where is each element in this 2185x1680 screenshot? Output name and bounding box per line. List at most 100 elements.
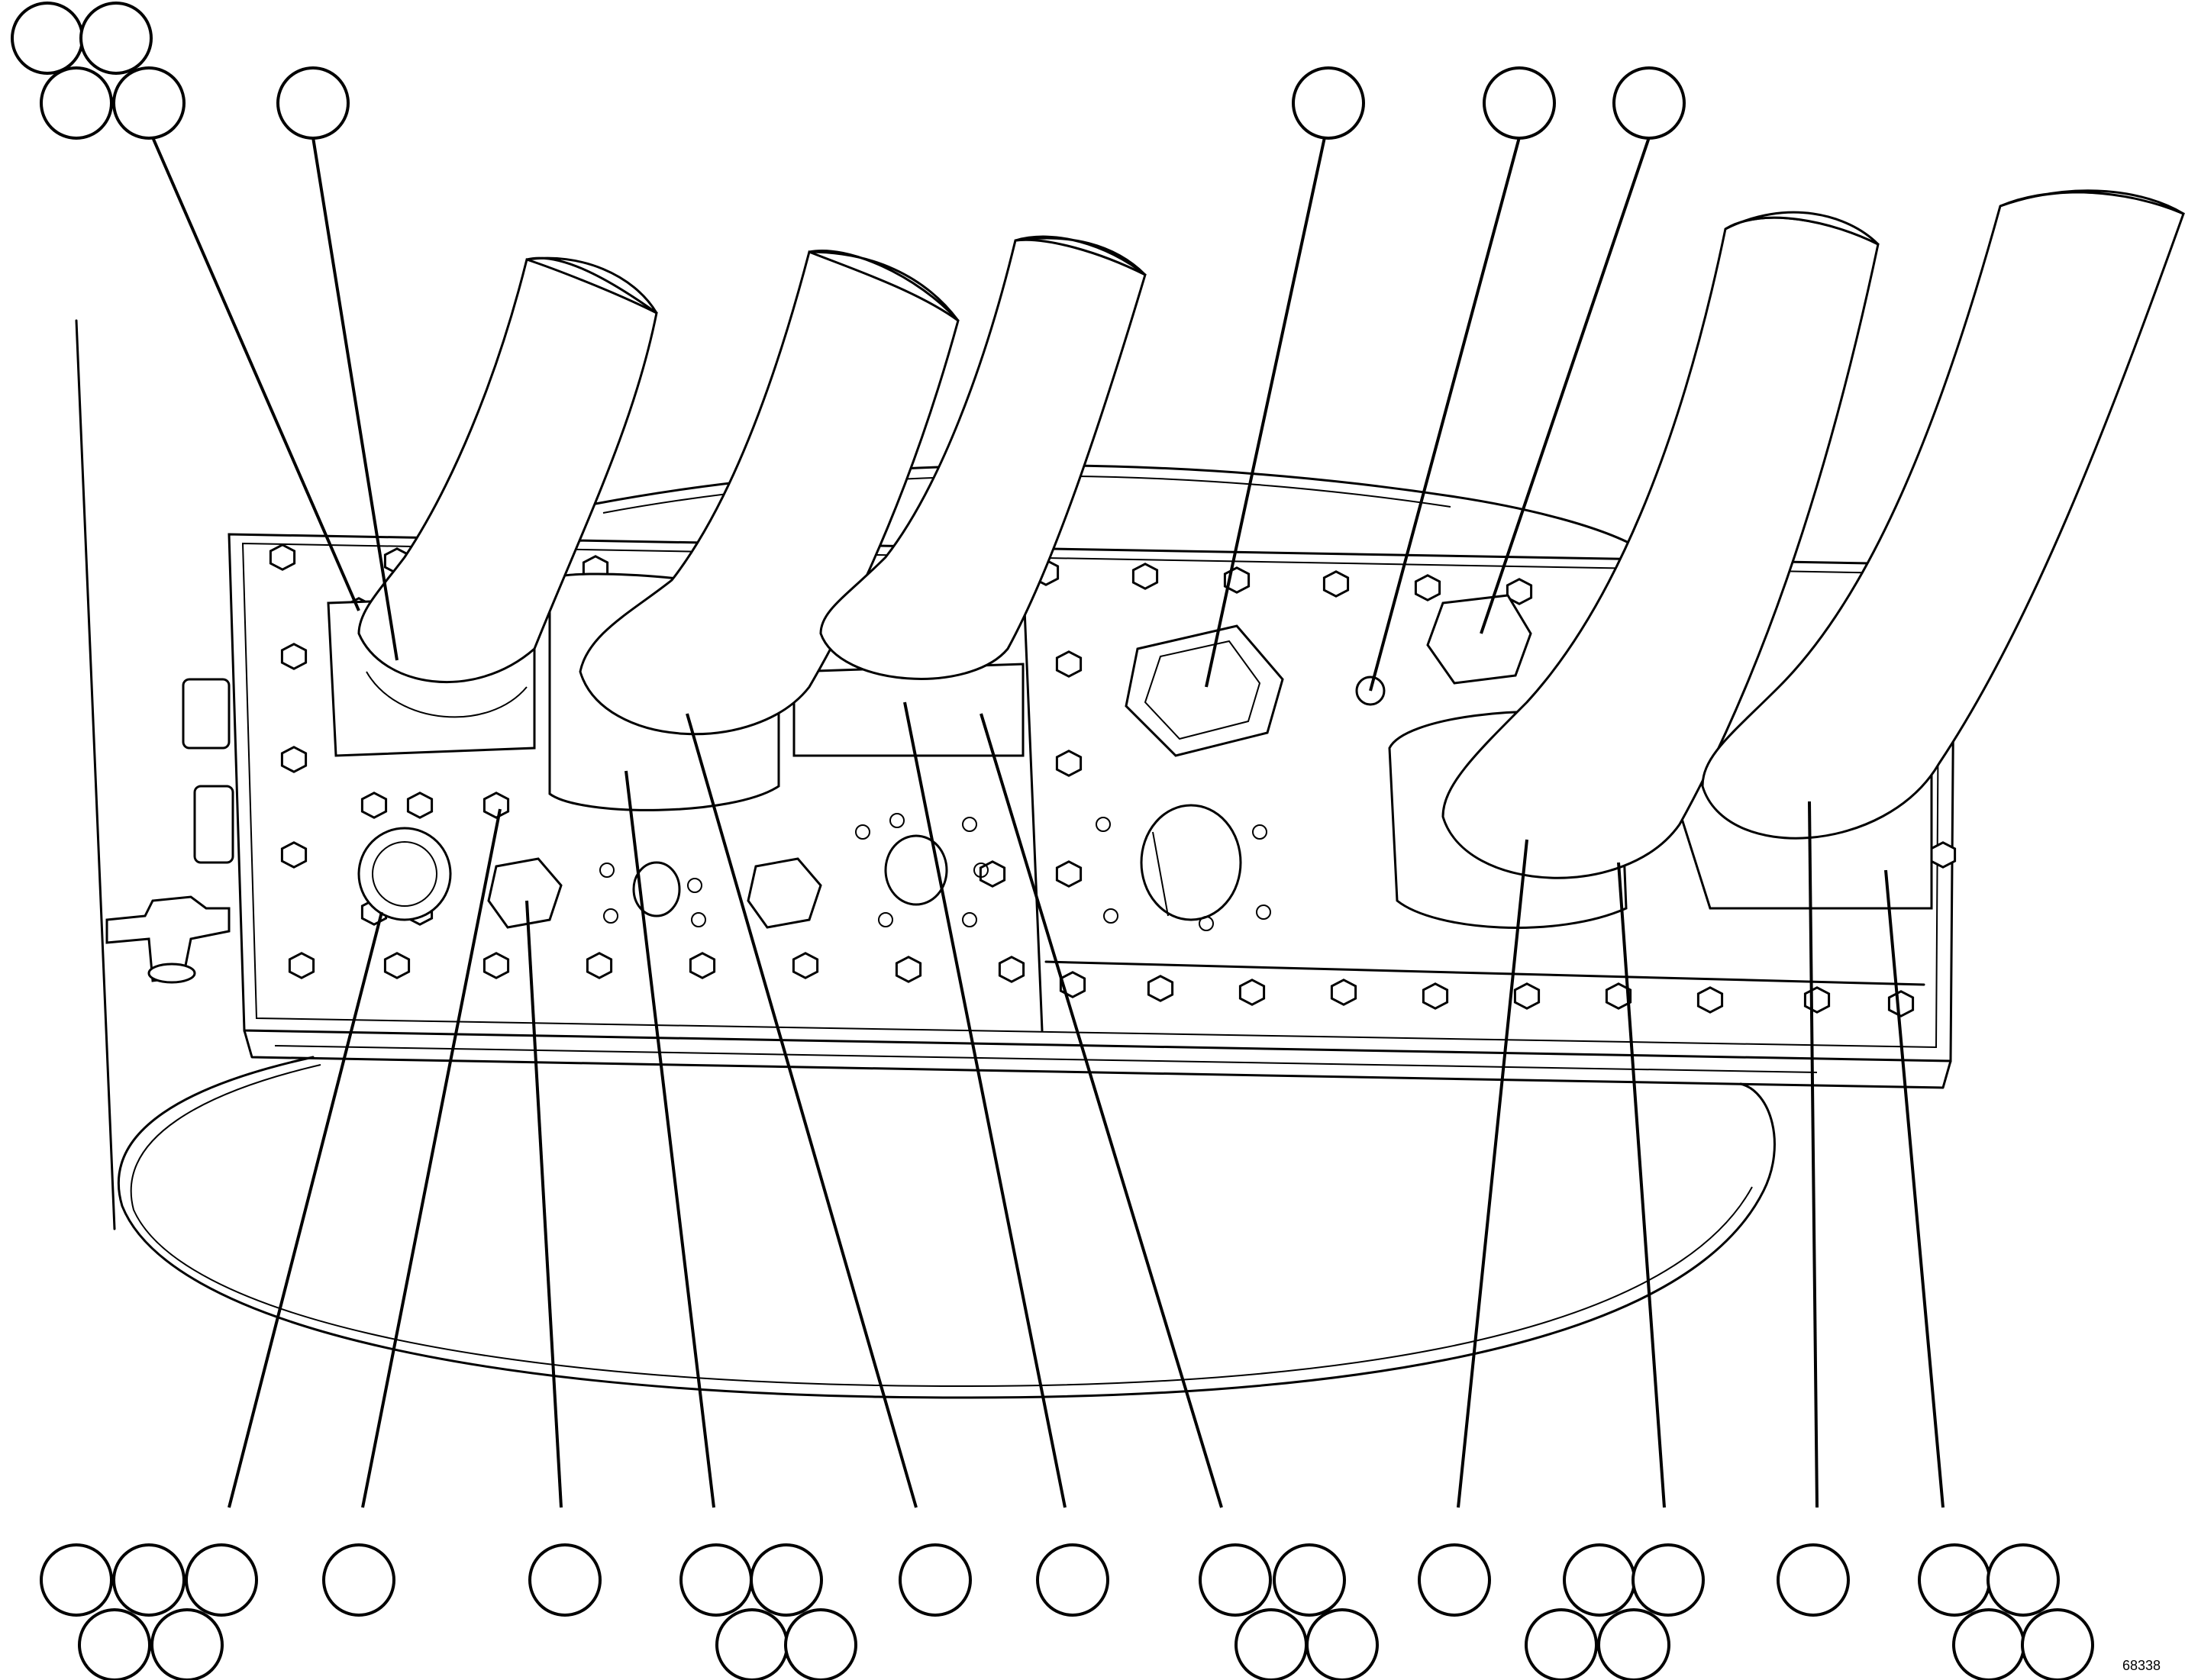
callout-balloon xyxy=(276,66,350,140)
callout-balloon xyxy=(185,1543,258,1617)
bolt-head xyxy=(1147,975,1174,1002)
drill-hole xyxy=(962,817,977,832)
callout-balloon xyxy=(1418,1543,1491,1617)
callout-balloon xyxy=(1036,1543,1109,1617)
leader-line xyxy=(1457,839,1528,1508)
bolt-head xyxy=(1506,578,1533,605)
bolt-head xyxy=(1322,570,1350,598)
callout-balloon xyxy=(679,1543,753,1617)
bolt-head xyxy=(280,841,308,869)
drill-hole xyxy=(1252,824,1267,840)
callout-balloon xyxy=(1273,1543,1346,1617)
bolt-head xyxy=(1055,860,1083,888)
callout-balloon xyxy=(11,2,84,75)
bolt-head xyxy=(406,792,434,819)
leader-line xyxy=(1480,137,1651,634)
callout-balloon xyxy=(1987,1543,2060,1617)
callout-balloon xyxy=(784,1608,857,1680)
bolt-head xyxy=(1131,563,1159,590)
drill-hole xyxy=(973,863,989,878)
callout-balloon xyxy=(1597,1608,1670,1680)
callout-balloon xyxy=(1918,1543,1991,1617)
callout-balloon xyxy=(40,1543,113,1617)
leader-line xyxy=(903,701,1067,1508)
drill-hole xyxy=(889,813,905,828)
drill-hole xyxy=(855,824,870,840)
callout-balloon xyxy=(1631,1543,1705,1617)
drill-hole xyxy=(1096,817,1111,832)
callout-balloon xyxy=(322,1543,395,1617)
bolt-head xyxy=(280,746,308,773)
callout-balloon xyxy=(1199,1543,1272,1617)
bolt-head xyxy=(1696,986,1724,1014)
leader-line xyxy=(151,137,360,611)
leader-line xyxy=(361,808,502,1508)
callout-balloons xyxy=(11,2,2094,1680)
callout-balloon xyxy=(1612,66,1686,140)
bolt-head xyxy=(1422,982,1449,1010)
leader-line xyxy=(1884,869,1945,1508)
leader-line xyxy=(980,713,1223,1508)
drill-hole xyxy=(962,912,977,927)
callout-balloon xyxy=(1306,1608,1379,1680)
bolt-head xyxy=(1414,574,1441,601)
drill-holes xyxy=(599,813,1271,931)
bolt-head xyxy=(1055,750,1083,777)
bolt-head xyxy=(998,956,1025,983)
callout-balloon xyxy=(715,1608,789,1680)
bolt-head xyxy=(1513,982,1541,1010)
bolt-head xyxy=(1055,650,1083,678)
bolt-head xyxy=(792,952,819,979)
callout-balloon xyxy=(1235,1608,1308,1680)
callout-balloon xyxy=(40,66,113,140)
hoses xyxy=(357,189,2185,879)
bolt-head xyxy=(483,952,510,979)
bolt-head xyxy=(269,543,296,571)
callout-balloon xyxy=(112,66,186,140)
bolt-head xyxy=(483,792,510,819)
leader-line xyxy=(686,713,918,1508)
drill-hole xyxy=(603,908,618,924)
leader-line xyxy=(1205,137,1326,688)
drill-hole xyxy=(1103,908,1118,924)
bolt-head xyxy=(1803,986,1831,1014)
ports xyxy=(357,594,1532,929)
callout-balloon xyxy=(150,1608,224,1680)
callout-balloon xyxy=(1563,1543,1636,1617)
callout-balloon xyxy=(1952,1608,2025,1680)
bolt-head xyxy=(280,643,308,670)
drill-hole xyxy=(1256,904,1271,920)
bolt-head xyxy=(979,860,1006,888)
callout-balloon xyxy=(1483,66,1556,140)
drill-hole xyxy=(691,912,706,927)
bolt-head xyxy=(689,952,716,979)
bolt-head xyxy=(383,952,411,979)
callout-balloon xyxy=(528,1543,602,1617)
callout-balloon xyxy=(78,1608,151,1680)
callout-balloon xyxy=(2021,1608,2094,1680)
callout-balloon xyxy=(112,1543,186,1617)
bolt-head xyxy=(1238,979,1266,1006)
bolt-head xyxy=(895,956,922,983)
bolt-head xyxy=(1330,979,1357,1006)
callout-balloon xyxy=(750,1543,823,1617)
callout-balloon xyxy=(899,1543,972,1617)
leader-line xyxy=(1808,801,1819,1508)
bolt-head xyxy=(288,952,315,979)
callout-balloon xyxy=(79,2,153,75)
bolt-head xyxy=(586,952,613,979)
leader-line xyxy=(228,911,383,1508)
bolt-head xyxy=(1605,982,1632,1010)
leader-line xyxy=(525,900,563,1508)
leader-line xyxy=(1617,862,1666,1508)
bolt-head xyxy=(1929,841,1957,869)
bolt-head xyxy=(360,792,388,819)
figure-number: 68338 xyxy=(2122,1658,2161,1673)
drill-hole xyxy=(1199,916,1214,931)
drill-hole xyxy=(599,863,615,878)
callout-balloon xyxy=(1777,1543,1850,1617)
leader-line xyxy=(1369,137,1521,692)
leader-lines xyxy=(151,137,1945,1508)
leader-line xyxy=(625,770,715,1508)
